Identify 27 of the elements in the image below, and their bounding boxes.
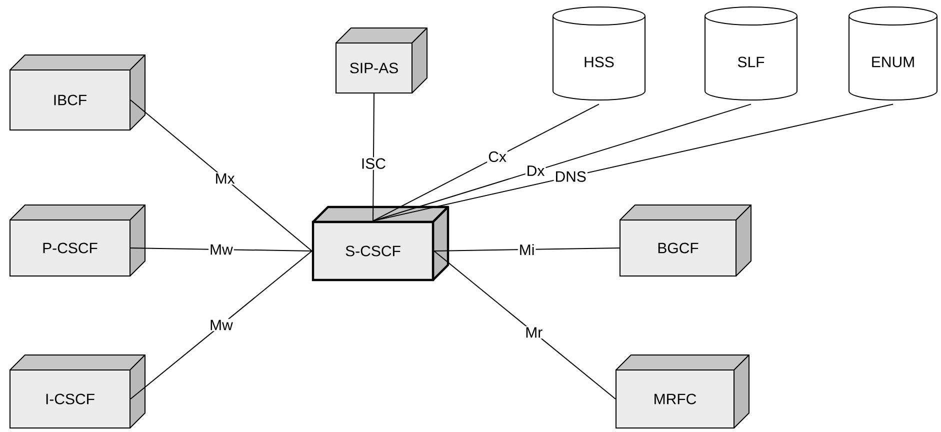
edge-label: Cx bbox=[487, 150, 508, 164]
edge-label: Mi bbox=[518, 243, 536, 256]
connector-line bbox=[372, 104, 752, 222]
edge-label: Mw bbox=[208, 243, 234, 256]
database-cylinder: ENUM bbox=[848, 6, 938, 100]
database-cylinder: HSS bbox=[552, 6, 646, 100]
server-box: BGCF bbox=[620, 204, 752, 276]
connector-line bbox=[372, 104, 600, 222]
edge-label: ISC bbox=[360, 157, 387, 170]
edge-label: Dx bbox=[525, 164, 546, 177]
connector-line bbox=[372, 104, 894, 222]
connector-line bbox=[434, 248, 620, 252]
server-box: MRFC bbox=[616, 354, 750, 428]
edge-label: Mx bbox=[214, 172, 236, 185]
connector-line bbox=[130, 100, 312, 252]
server-box: P-CSCF bbox=[10, 204, 146, 276]
connector-line bbox=[434, 250, 616, 400]
server-box: IBCF bbox=[10, 54, 146, 130]
connector-line bbox=[372, 93, 374, 222]
edge-label: DNS bbox=[554, 170, 588, 183]
database-cylinder: SLF bbox=[704, 6, 798, 100]
server-box: I-CSCF bbox=[10, 354, 146, 428]
connector-line bbox=[130, 250, 312, 400]
edge-label: Mr bbox=[524, 326, 544, 339]
edge-label: Mw bbox=[208, 318, 234, 332]
server-box: SIP-AS bbox=[336, 28, 428, 94]
server-box: S-CSCF bbox=[312, 206, 450, 282]
